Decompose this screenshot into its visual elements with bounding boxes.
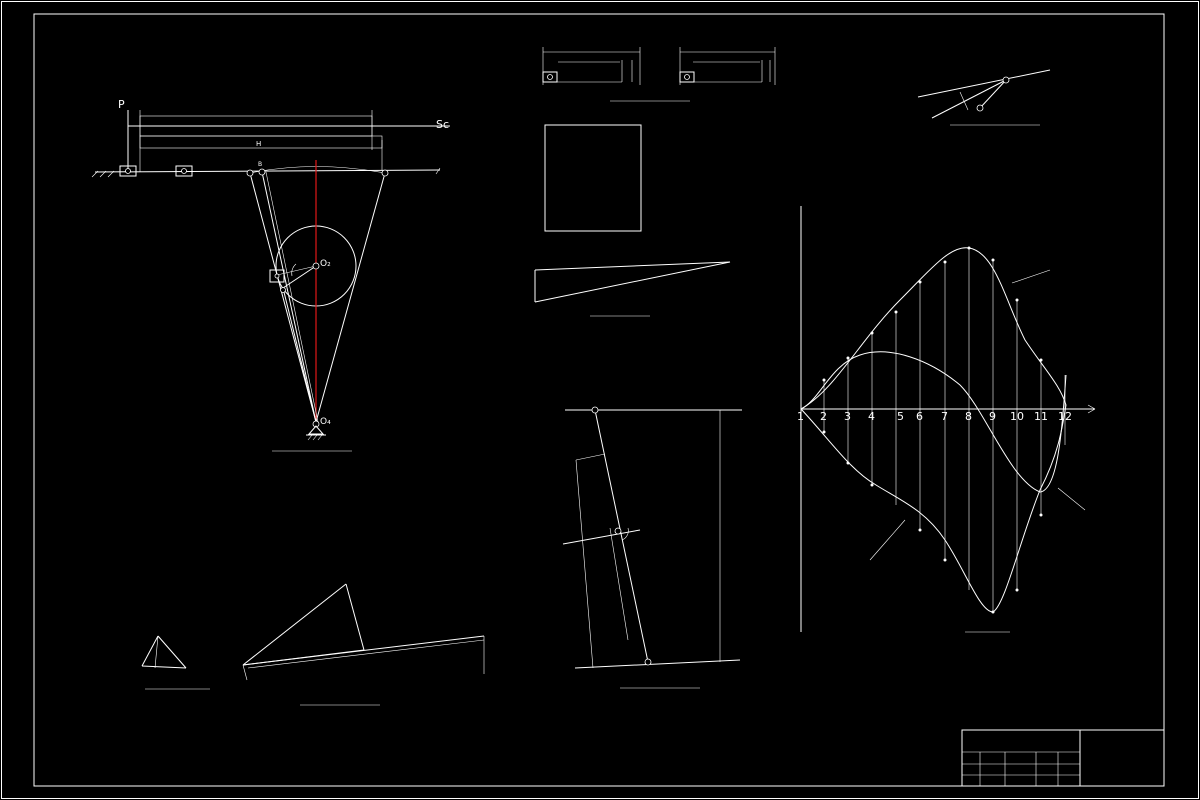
axis-number-2: 2 bbox=[820, 410, 827, 423]
label-o2: O₂ bbox=[320, 259, 331, 269]
force-square-diagram bbox=[544, 124, 642, 232]
velocity-polygon-small bbox=[141, 635, 210, 690]
axis-number-10: 10 bbox=[1010, 410, 1024, 423]
motion-curve-chart: 1 2 3 4 5 6 7 8 9 10 11 12 bbox=[797, 206, 1096, 633]
axis-number-5: 5 bbox=[897, 410, 904, 423]
axis-number-3: 3 bbox=[844, 410, 851, 423]
mechanism-diagram: P Sc H bbox=[91, 98, 450, 452]
title-block bbox=[961, 729, 1165, 787]
link-force-diagram bbox=[562, 406, 742, 689]
small-link-sketch bbox=[917, 69, 1051, 126]
axis-number-7: 7 bbox=[941, 410, 948, 423]
axis-number-9: 9 bbox=[989, 410, 996, 423]
axis-number-6: 6 bbox=[916, 410, 923, 423]
axis-number-1: 1 bbox=[797, 410, 804, 423]
axis-number-12: 12 bbox=[1058, 410, 1072, 423]
label-p: P bbox=[118, 98, 125, 111]
force-triangle-diagram bbox=[534, 261, 731, 317]
label-b: B bbox=[258, 161, 262, 168]
acceleration-polygon bbox=[242, 583, 485, 706]
axis-number-8: 8 bbox=[965, 410, 972, 423]
axis-number-4: 4 bbox=[868, 410, 875, 423]
label-sc: Sc bbox=[436, 118, 449, 131]
axis-number-11: 11 bbox=[1034, 410, 1048, 423]
top-dimension-sketches bbox=[542, 47, 776, 102]
label-o4: O₄ bbox=[320, 417, 331, 427]
dimension-h-label: H bbox=[256, 140, 261, 148]
